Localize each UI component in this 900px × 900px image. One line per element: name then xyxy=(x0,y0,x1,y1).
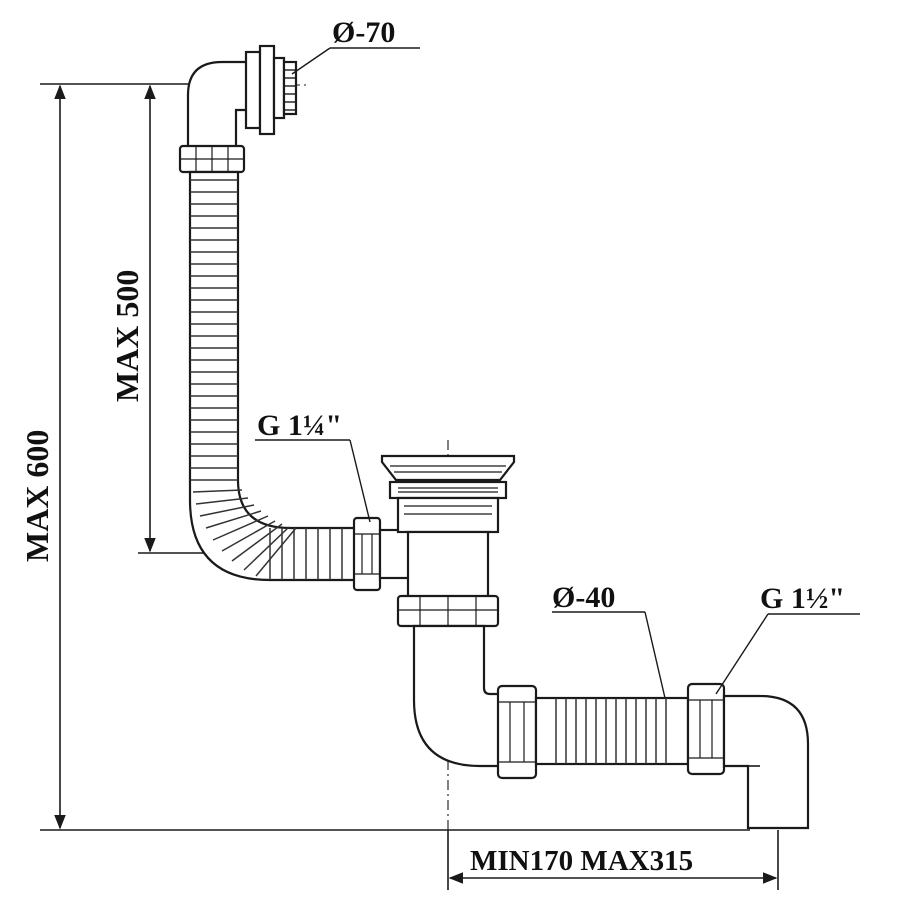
overflow-nut xyxy=(178,144,246,174)
label-thread-outlet: G 1½" xyxy=(760,582,845,615)
trap-nut xyxy=(496,684,538,780)
label-max-total-height: MAX 600 xyxy=(19,430,55,562)
label-length-range: MIN170 MAX315 xyxy=(470,845,693,877)
hose-ribs-vertical xyxy=(190,179,297,577)
drain-thread xyxy=(398,487,498,515)
overflow-cap-threads xyxy=(284,69,296,111)
horizontal-pipe xyxy=(534,696,690,766)
trap-elbow xyxy=(412,624,502,768)
flexible-hose xyxy=(188,170,358,582)
drain-grate xyxy=(380,454,516,482)
label-overflow-diameter: Ø-70 xyxy=(332,16,395,49)
overflow-connection-nut xyxy=(352,516,382,592)
label-max-hose-height: MAX 500 xyxy=(109,270,145,402)
drain-body xyxy=(388,480,508,600)
dimension-lines xyxy=(40,83,779,890)
label-pipe-diameter: Ø-40 xyxy=(552,581,615,614)
label-thread-overflow: G 1¼" xyxy=(257,409,342,442)
drain-nut xyxy=(396,594,500,628)
leader-lines xyxy=(255,47,860,699)
overflow-elbow xyxy=(186,44,298,150)
outlet-nut xyxy=(686,682,726,776)
horizontal-pipe-ribs xyxy=(555,698,667,764)
tee-side-inlet xyxy=(378,528,412,580)
outlet-elbow xyxy=(722,694,810,830)
hose-ribs-horizontal xyxy=(269,528,343,580)
